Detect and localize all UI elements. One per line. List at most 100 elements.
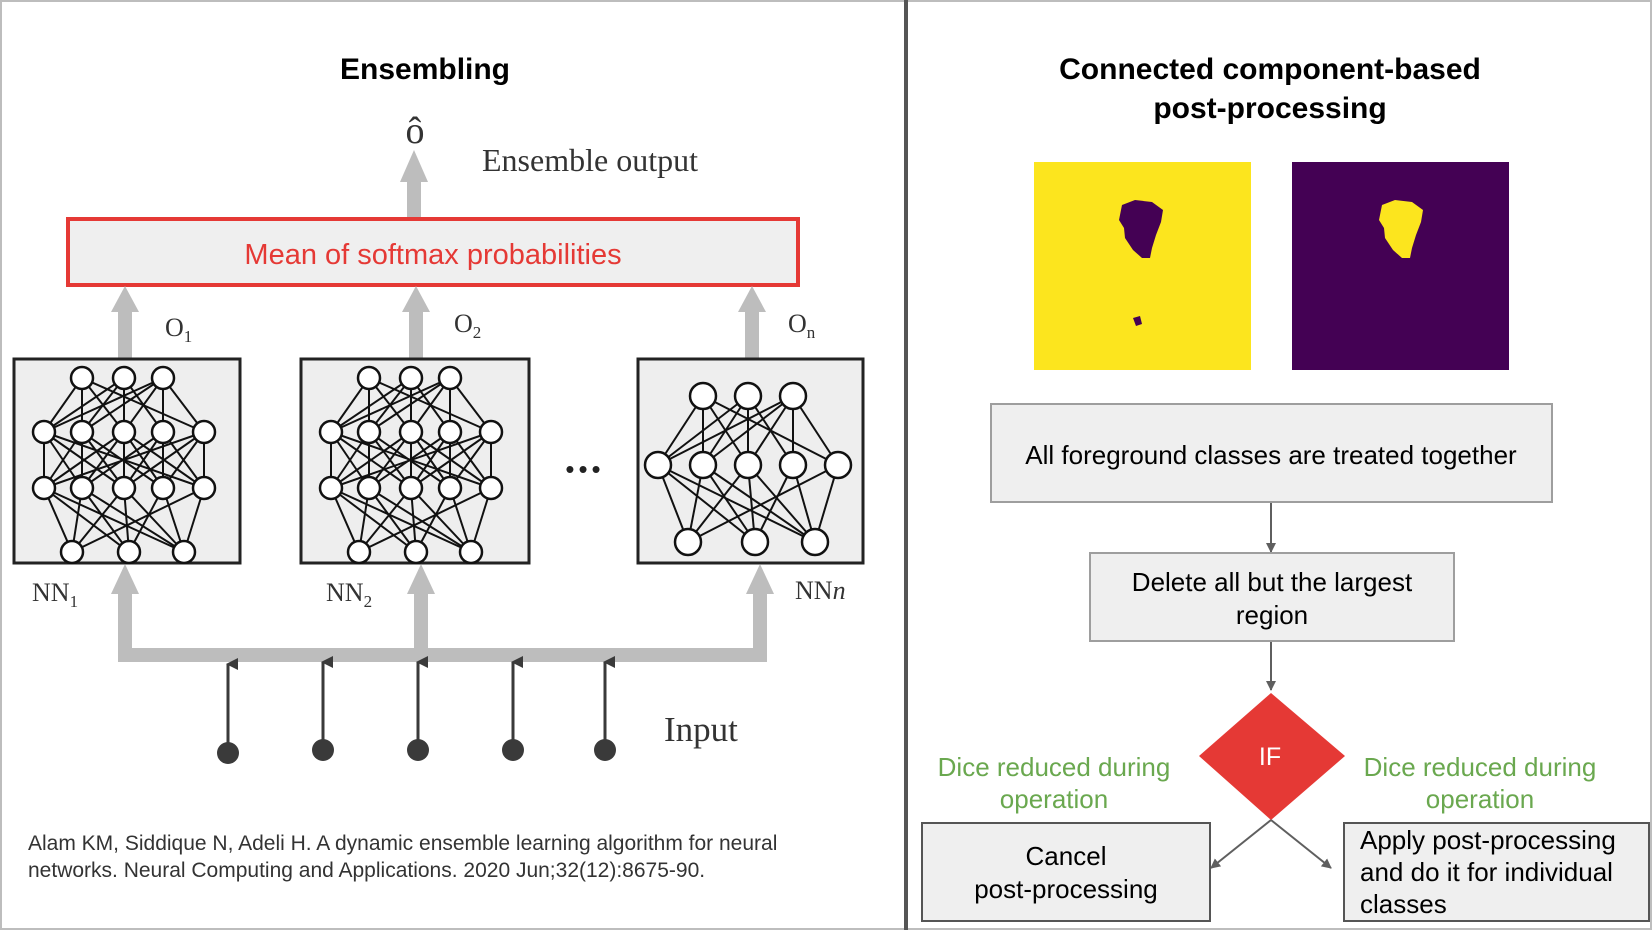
network-edge: [81, 487, 185, 553]
output-label-1: O1: [165, 313, 192, 346]
network-edge: [43, 377, 125, 433]
network-node: [403, 539, 429, 565]
postprocessing-title-line-1: Connected component-based: [1059, 53, 1481, 86]
mean-softmax-label: Mean of softmax probabilities: [244, 239, 621, 271]
network-node: [778, 381, 808, 411]
network-edge: [702, 464, 816, 543]
network-node: [318, 475, 344, 501]
network-edge: [410, 487, 472, 553]
network-node: [688, 450, 718, 480]
mask-before-main-region: [1119, 200, 1163, 258]
network-node: [398, 419, 424, 445]
network-node: [31, 475, 57, 501]
network-edge: [330, 431, 412, 489]
delete-largest-label-line-2: region: [1236, 600, 1308, 630]
output-arrow: [400, 150, 428, 220]
network-edge: [123, 431, 205, 489]
mask-after-main-region: [1379, 200, 1423, 258]
ensemble-output-label: Ensemble output: [482, 142, 698, 178]
network-edge: [81, 377, 164, 433]
network-node: [171, 539, 197, 565]
network-node: [740, 527, 770, 557]
network-node: [69, 475, 95, 501]
network-edge: [330, 431, 492, 489]
decision-label: IF: [1259, 743, 1281, 771]
network-node: [356, 365, 382, 391]
output-label-n: On: [788, 309, 816, 342]
ensembling-title: Ensembling: [340, 53, 510, 86]
network-label-n: NNn: [795, 576, 846, 605]
network-node: [673, 527, 703, 557]
mask-before-image: [1034, 162, 1251, 370]
network-node: [150, 419, 176, 445]
input-nodes: [217, 656, 616, 764]
network-edge: [330, 487, 417, 553]
network-edge: [43, 431, 205, 489]
network-edge: [657, 395, 794, 466]
ellipsis: •••: [565, 454, 604, 484]
network-edge: [330, 487, 472, 553]
all-foreground-box: [990, 403, 1553, 503]
network-edge: [657, 464, 756, 543]
network-node: [398, 475, 424, 501]
citation-line-2: networks. Neural Computing and Applicati…: [28, 859, 705, 882]
network-node: [150, 365, 176, 391]
network-edge: [43, 377, 164, 433]
all-foreground-label: All foreground classes are treated toget…: [1025, 440, 1517, 470]
network-graph-2: [318, 365, 504, 565]
network-edge: [358, 487, 492, 553]
network-label-2: NN2: [326, 578, 372, 611]
network-node: [823, 450, 853, 480]
cancel-label-line-2: post-processing: [974, 874, 1158, 904]
right-condition-line-2: operation: [1426, 784, 1534, 814]
network-edge: [123, 487, 185, 553]
network-node: [150, 475, 176, 501]
cancel-label-line-1: Cancel: [1026, 841, 1107, 871]
right-condition-line-1: Dice reduced during: [1364, 752, 1597, 782]
network-edge: [43, 487, 130, 553]
arrow-to-apply: [1270, 819, 1332, 869]
network-node: [478, 475, 504, 501]
network-edge: [81, 487, 130, 553]
network-node: [356, 419, 382, 445]
network-node: [478, 419, 504, 445]
network-node: [356, 475, 382, 501]
network-edge: [71, 487, 205, 553]
citation-line-1: Alam KM, Siddique N, Adeli H. A dynamic …: [28, 832, 777, 855]
postprocessing-title-line-2: post-processing: [1153, 92, 1386, 125]
apply-label-line-3: classes: [1360, 889, 1447, 919]
network-output-arrows: [111, 286, 766, 360]
network-node: [346, 539, 372, 565]
network-graphs: [31, 365, 853, 565]
network-edge: [71, 487, 125, 553]
network-node: [437, 475, 463, 501]
network-node: [398, 365, 424, 391]
apply-label-line-1: Apply post-processing: [1360, 825, 1616, 855]
network-node: [437, 365, 463, 391]
network-node: [59, 539, 85, 565]
network-node: [191, 419, 217, 445]
cancel-box: [921, 822, 1211, 922]
network-edge: [410, 431, 492, 489]
network-edge: [358, 487, 412, 553]
network-node: [688, 381, 718, 411]
network-node: [800, 527, 830, 557]
mask-before-small-region: [1133, 316, 1142, 326]
network-edge: [702, 395, 794, 466]
network-node: [733, 381, 763, 411]
left-condition-line-1: Dice reduced during: [938, 752, 1171, 782]
input-bus: [111, 564, 774, 662]
network-node: [69, 419, 95, 445]
network-node: [778, 450, 808, 480]
network-node: [318, 419, 344, 445]
network-edge: [330, 377, 412, 433]
mean-softmax-box: [66, 217, 800, 287]
network-edge: [687, 464, 839, 543]
network-node: [111, 365, 137, 391]
mask-after-image: [1292, 162, 1509, 370]
network-edge: [754, 464, 794, 543]
network-edge: [657, 464, 816, 543]
network-graph-n: [643, 381, 853, 557]
delete-largest-box: [1089, 552, 1455, 642]
